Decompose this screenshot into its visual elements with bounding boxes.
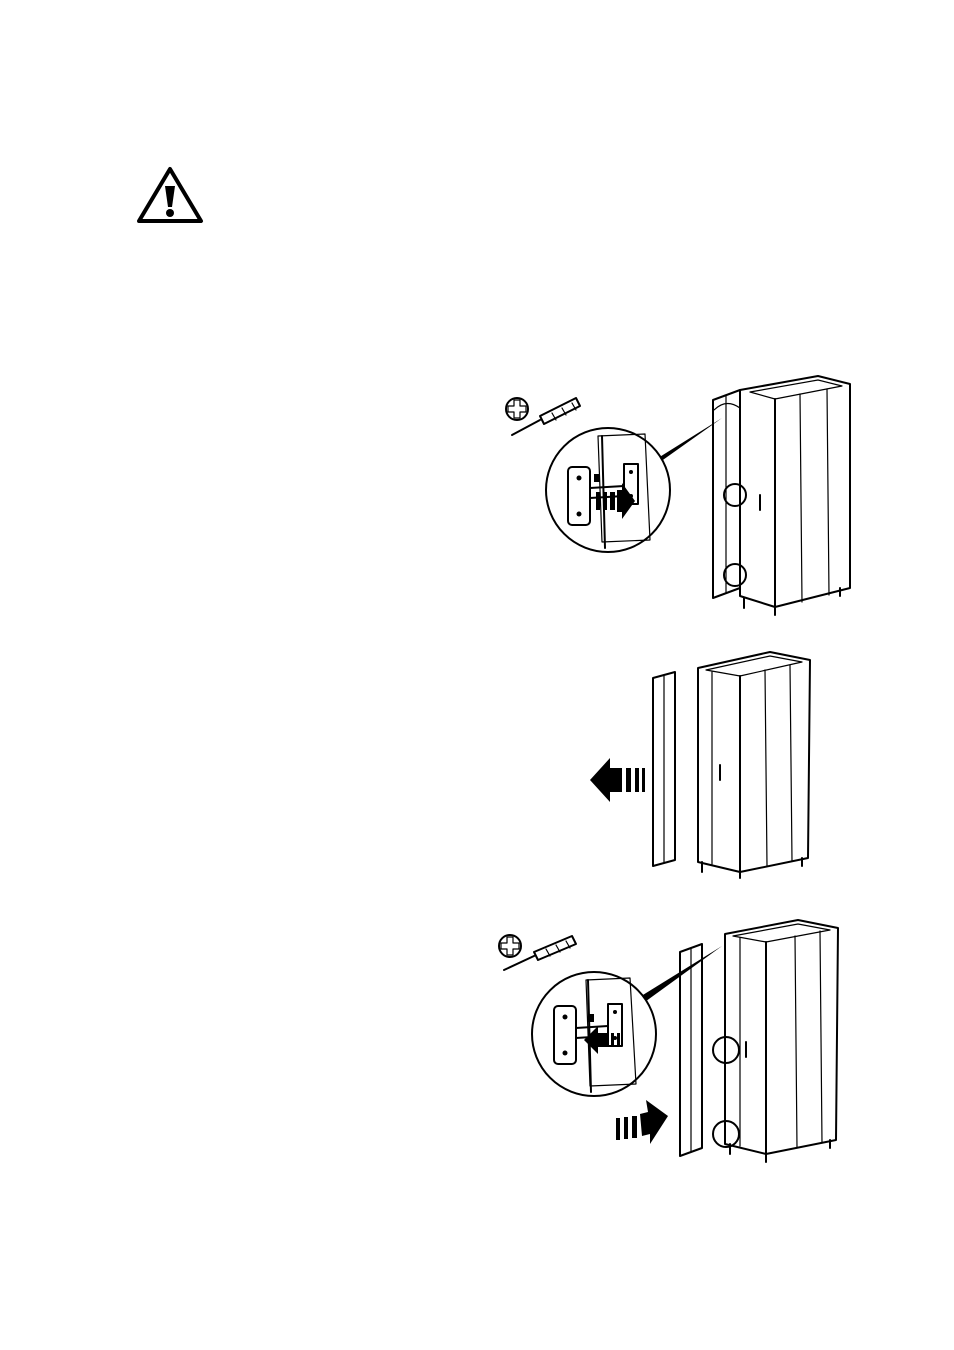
door-panel — [680, 944, 702, 1156]
arrow-left-icon — [590, 758, 645, 802]
refrigerator-cabinet — [740, 376, 850, 615]
door-panel — [653, 672, 675, 866]
step-2-illustration — [580, 640, 820, 880]
hinge-detail-magnifier — [546, 428, 670, 552]
refrigerator-cabinet — [713, 920, 838, 1162]
phillips-screwdriver-icon — [504, 936, 576, 970]
refrigerator-cabinet — [698, 652, 810, 878]
step-1-illustration — [500, 370, 860, 620]
phillips-head-icon — [499, 935, 521, 957]
step-3-illustration — [490, 912, 850, 1172]
phillips-screwdriver-icon — [512, 398, 580, 435]
phillips-head-icon — [506, 398, 528, 420]
warning-triangle-icon — [136, 166, 204, 224]
arrow-right-icon — [616, 1100, 668, 1144]
